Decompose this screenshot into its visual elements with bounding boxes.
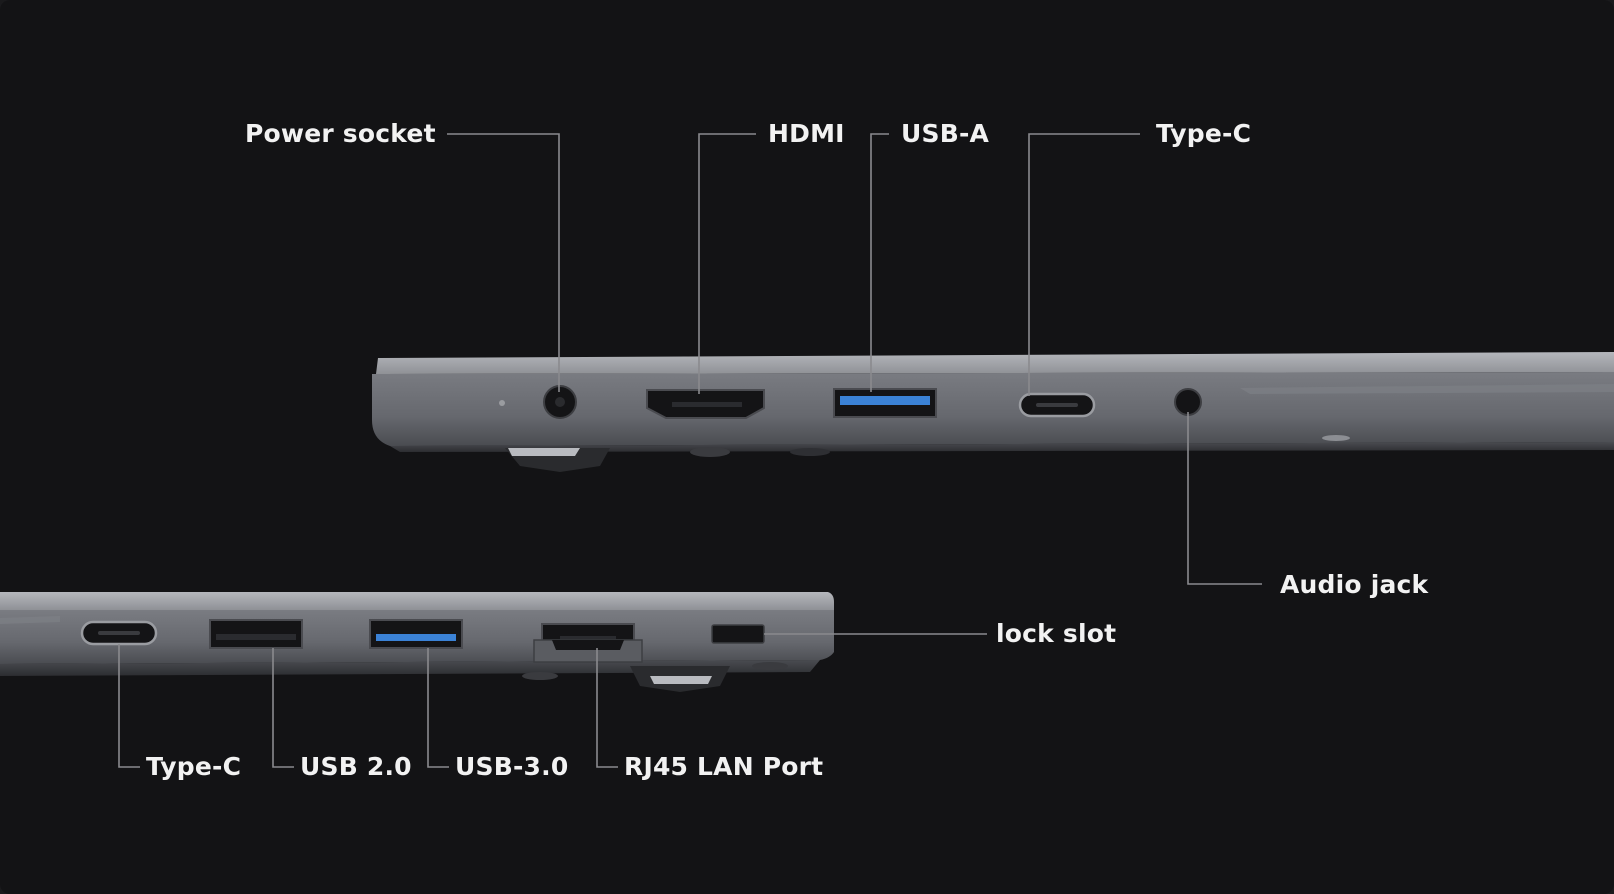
kensington-lock-slot-icon [711,624,765,644]
label-rj45: RJ45 LAN Port [624,752,824,781]
leader-rj45 [596,648,618,768]
leader-hdmi [698,133,756,394]
label-type-c-top: Type-C [1156,119,1252,148]
label-audio-jack: Audio jack [1280,570,1429,599]
ethernet-port-icon [533,623,643,663]
leader-usb-3 [427,648,449,768]
label-power-socket: Power socket [245,119,436,148]
usb-a-port-icon [833,388,937,418]
leader-usb-2 [272,648,294,768]
label-lock-slot: lock slot [996,619,1117,648]
label-hdmi: HDMI [768,119,845,148]
label-type-c-bottom: Type-C [146,752,242,781]
leader-lines [118,133,1262,768]
barrel-jack-port-icon [543,385,577,419]
label-usb-a: USB-A [901,119,990,148]
audio-jack-port-icon [1174,388,1202,416]
usb-c-port-icon [80,620,158,646]
label-usb-2: USB 2.0 [300,752,412,781]
usb-c-port-icon [1018,392,1096,418]
usb-2-port-icon [209,619,303,649]
leader-audio-jack [1187,412,1262,585]
leader-type-c-top [1028,133,1140,396]
label-usb-3: USB-3.0 [455,752,569,781]
usb-3-port-icon [369,619,463,649]
leader-usb-a [870,133,889,392]
leader-type-c-bottom [118,644,140,768]
leader-power-socket [447,133,560,392]
hdmi-port-icon [646,389,765,419]
